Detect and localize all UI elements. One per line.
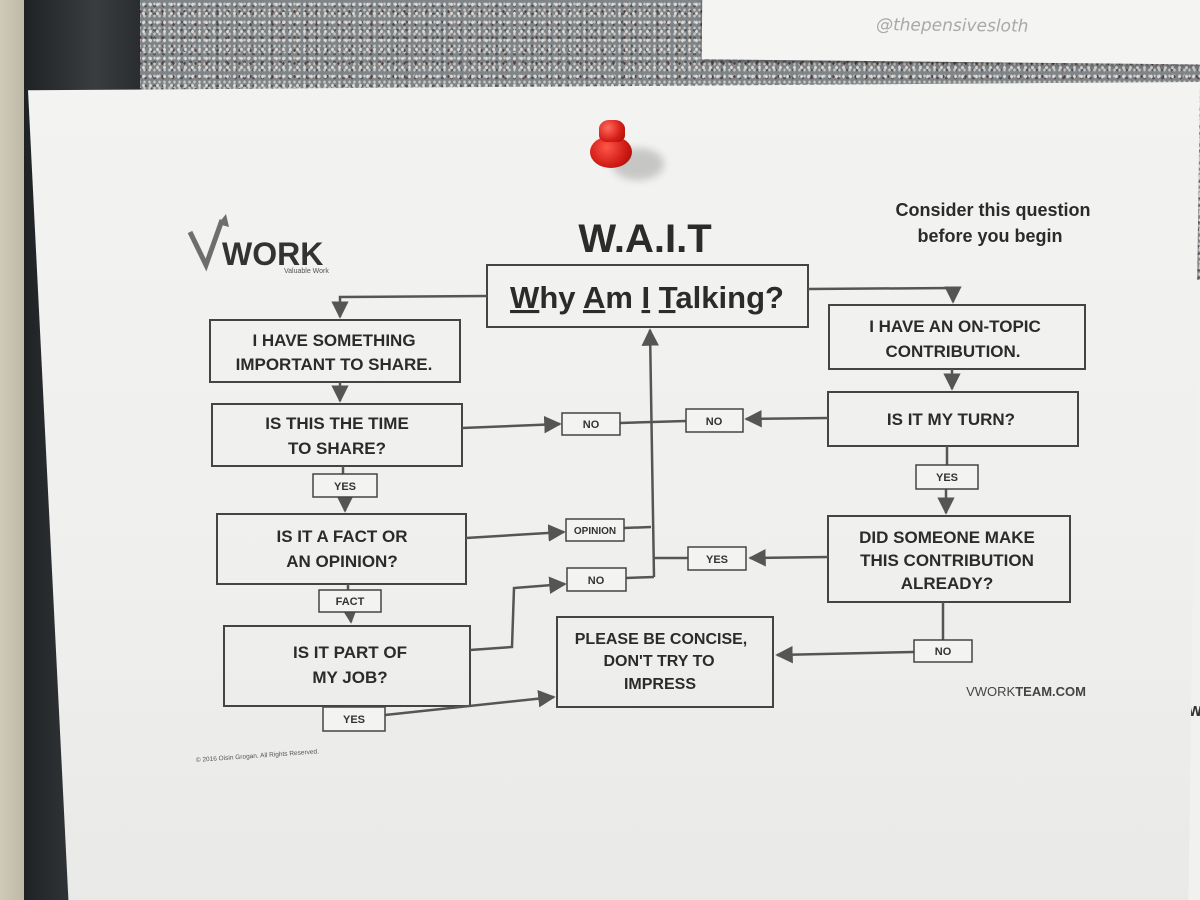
- node-job: IS IT PART OF MY JOB?: [223, 625, 471, 707]
- consider-line2: before you begin: [917, 226, 1062, 246]
- edge-no-job-join: [625, 575, 655, 580]
- node-fact-line2: AN OPINION?: [286, 552, 397, 571]
- edge-label-yes-time: YES: [312, 473, 378, 498]
- node-concise-line1: PLEASE BE CONCISE,: [575, 631, 747, 648]
- why-am-i-talking-box: Why Am I Talking?: [486, 264, 809, 328]
- node-job-line2: MY JOB?: [312, 668, 387, 687]
- svg-text:YES: YES: [334, 481, 356, 493]
- node-someone-line3: ALREADY?: [901, 574, 994, 593]
- node-fact-line1: IS IT A FACT OR: [277, 527, 408, 546]
- node-job-line1: IS IT PART OF: [293, 643, 407, 662]
- svg-text:NO: NO: [935, 646, 952, 658]
- connectors: [331, 286, 962, 717]
- subtitle-t: T: [659, 280, 678, 315]
- wall: [0, 0, 26, 900]
- edge-label-no-someone: NO: [913, 639, 973, 663]
- subtitle-w: W: [510, 280, 540, 315]
- node-ontopic-line1: I HAVE AN ON-TOPIC: [869, 317, 1041, 336]
- brand-name: WORK: [222, 236, 323, 272]
- svg-text:NO: NO: [706, 416, 723, 428]
- edge-label-opinion: OPINION: [565, 518, 625, 542]
- subtitle-space: [650, 280, 659, 315]
- edge-factlabel-to-job: [340, 605, 359, 624]
- node-turn-line1: IS IT MY TURN?: [887, 410, 1015, 429]
- pushpin-icon: [590, 120, 632, 168]
- edge-label-fact: FACT: [318, 589, 382, 613]
- svg-text:OPINION: OPINION: [574, 526, 616, 537]
- node-time: IS THIS THE TIME TO SHARE?: [211, 403, 463, 467]
- svg-text:FACT: FACT: [336, 596, 365, 608]
- edge-yes-to-concise: [384, 689, 556, 717]
- edge-no-join: [619, 419, 687, 425]
- node-important: I HAVE SOMETHING IMPORTANT TO SHARE.: [209, 319, 461, 383]
- edge-time-to-no: [461, 415, 562, 434]
- node-someone-line1: DID SOMEONE MAKE: [859, 528, 1035, 547]
- node-fact: IS IT A FACT OR AN OPINION?: [216, 513, 467, 585]
- logo-check-icon: [187, 219, 225, 272]
- edge-label-no-turn: NO: [685, 408, 744, 433]
- edge-fact-to-opinion: [465, 524, 566, 542]
- node-time-line2: TO SHARE?: [288, 439, 386, 458]
- svg-text:YES: YES: [343, 714, 365, 726]
- node-ontopic: I HAVE AN ON-TOPIC CONTRIBUTION.: [828, 304, 1086, 370]
- subtitle: Why Am I Talking?: [510, 280, 784, 315]
- title: W.A.I.T: [578, 217, 711, 261]
- node-time-line1: IS THIS THE TIME: [265, 414, 409, 433]
- edge-label-no-job: NO: [566, 567, 627, 592]
- edge-label-no-time: NO: [561, 412, 621, 436]
- svg-text:NO: NO: [588, 575, 605, 587]
- consider-line1: Consider this question: [895, 200, 1090, 220]
- edge-opinion-join: [623, 525, 652, 530]
- logo-arrow-icon: [218, 214, 229, 227]
- edge-someone-to-yes: [748, 549, 829, 567]
- node-ontopic-line2: CONTRIBUTION.: [885, 342, 1020, 361]
- edge-label-yes-turn: YES: [915, 464, 979, 490]
- svg-text:YES: YES: [706, 554, 728, 566]
- brand-tagline: Valuable Work: [284, 268, 329, 275]
- svg-text:YES: YES: [936, 472, 958, 484]
- pushpin-head: [599, 120, 625, 142]
- edge-job-to-no: [469, 576, 567, 652]
- website-suffix: TEAM.COM: [1015, 684, 1086, 699]
- website: VWORKTEAM.COM: [966, 684, 1086, 699]
- edge-turn-to-no: [744, 410, 829, 428]
- vwork-logo: WORK Valuable Work: [187, 214, 329, 275]
- edge-title-to-important: [331, 294, 488, 319]
- node-someone-line2: THIS CONTRIBUTION: [860, 551, 1034, 570]
- subtitle-alking: alking?: [675, 280, 784, 315]
- edge-label-yes-job: YES: [322, 706, 386, 732]
- website-prefix: VWORK: [966, 684, 1015, 699]
- node-concise-line2: DON'T TRY TO: [603, 653, 714, 670]
- subtitle-m: m: [605, 280, 641, 315]
- node-concise-line3: IMPRESS: [624, 676, 696, 693]
- subtitle-a: A: [583, 280, 605, 315]
- subtitle-i: I: [642, 280, 651, 315]
- node-important-line2: IMPORTANT TO SHARE.: [236, 355, 433, 374]
- copyright: © 2016 Oisin Grogan. All Rights Reserved…: [196, 747, 320, 764]
- node-important-line1: I HAVE SOMETHING: [252, 331, 415, 350]
- edge-title-to-ontopic: [807, 286, 962, 304]
- node-turn: IS IT MY TURN?: [827, 391, 1079, 447]
- node-someone: DID SOMEONE MAKE THIS CONTRIBUTION ALREA…: [827, 515, 1071, 603]
- node-concise: PLEASE BE CONCISE, DON'T TRY TO IMPRESS: [556, 616, 774, 708]
- subtitle-hy: hy: [539, 280, 583, 315]
- edge-loop-back-to-title: [641, 328, 660, 578]
- edge-no-to-concise: [775, 645, 915, 664]
- svg-text:NO: NO: [583, 419, 600, 431]
- edge-label-yes-someone: YES: [687, 546, 747, 571]
